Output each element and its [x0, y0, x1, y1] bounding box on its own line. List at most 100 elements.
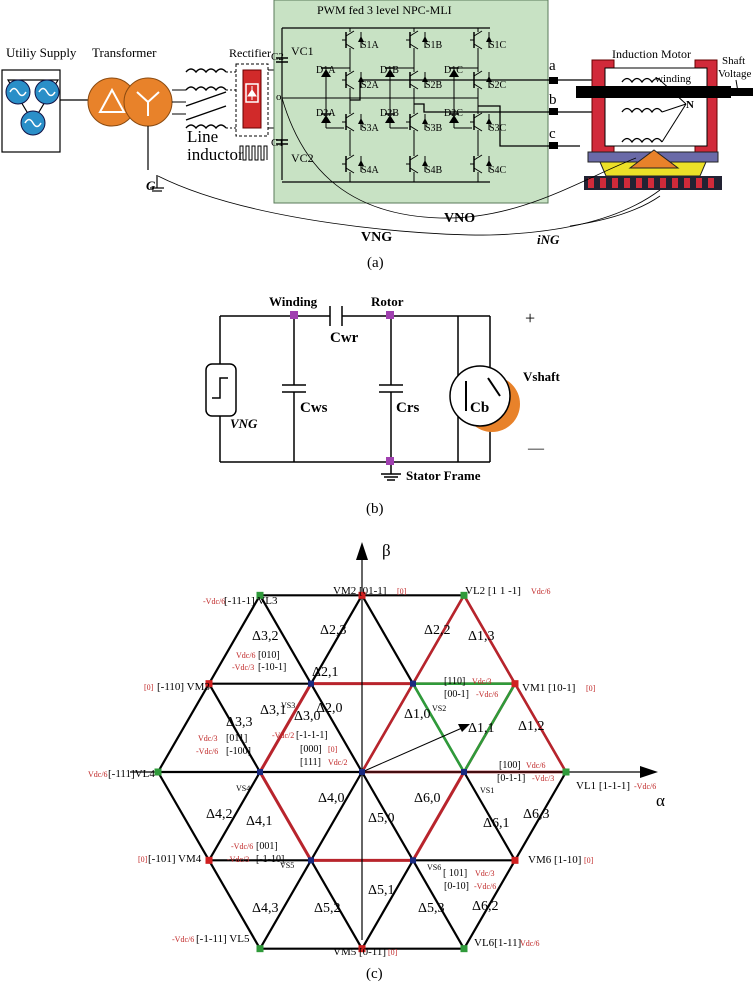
tag-vl2: Vdc/6	[531, 587, 551, 596]
vertex-marker	[205, 856, 213, 864]
clamp-diode	[385, 67, 395, 77]
minus-sign: —	[527, 440, 545, 457]
grid-edge	[208, 683, 261, 773]
igbt-switch	[406, 30, 428, 50]
triangle-label: Δ6,2	[472, 899, 499, 914]
utility-supply-label: Utiliy Supply	[6, 45, 77, 60]
c-state2: [000]	[300, 744, 322, 755]
tag-vm4: [0]	[138, 855, 148, 864]
triangle-label: Δ3,2	[252, 629, 279, 644]
grid-edge	[514, 771, 567, 861]
triangle-label: Δ1,2	[518, 719, 545, 734]
triangle-label: Δ6,3	[523, 807, 550, 822]
inverter-block: PWM fed 3 level NPC-MLI C2 C1 VC1 VC2 o …	[271, 0, 549, 204]
vertex-marker	[410, 680, 416, 687]
triangle-label: Δ3,1	[260, 703, 287, 718]
c-tag2: [0]	[328, 745, 338, 754]
tag-vm6: [0]	[584, 856, 594, 865]
label-vs5: VS5	[280, 861, 294, 870]
label-vm5: VM5 [0-11]	[333, 946, 386, 958]
tag-vm2: [0]	[397, 587, 407, 596]
clamp-diode	[321, 67, 331, 77]
motor-title: Induction Motor	[612, 47, 691, 61]
vertex-markers	[154, 591, 570, 953]
tag-vl5: -Vdc/6	[172, 935, 194, 944]
c-state3: [111]	[300, 757, 321, 768]
tag-vm5: [0]	[388, 948, 398, 957]
vertex-marker	[410, 857, 416, 864]
phase-a-label: a	[549, 58, 556, 74]
triangle-label: Δ5,2	[314, 901, 341, 916]
vng-source-label: VNG	[230, 416, 258, 431]
s6-tag2: -Vdc/6	[474, 882, 496, 891]
tag-vm1: [0]	[586, 684, 596, 693]
label-vs6: VS6	[427, 863, 441, 872]
phase-outputs: a b c	[350, 58, 592, 149]
grid-edge	[361, 859, 414, 950]
caption-a: (a)	[367, 255, 384, 271]
vertex-marker	[562, 768, 570, 776]
triangle-label: Δ4,0	[318, 791, 345, 806]
s2-state2: [00-1]	[444, 689, 469, 700]
phase-b-label: b	[549, 92, 557, 108]
s1-tag1: Vdc/6	[526, 761, 546, 770]
triangle-label: Δ1,3	[468, 629, 495, 644]
rotor-node-label: Rotor	[371, 294, 404, 309]
vertex-marker	[256, 591, 264, 599]
triangle-label: Δ1,1	[468, 721, 495, 736]
tag-vm3: [0]	[144, 683, 154, 692]
crs-label: Crs	[396, 400, 419, 416]
s6-state1: [ 101]	[443, 868, 467, 879]
label-vm6: VM6 [1-10]	[528, 854, 581, 866]
vshaft-label: Vshaft	[523, 369, 561, 384]
c-tag3: Vdc/2	[328, 758, 348, 767]
s2-tag1: Vdc/3	[472, 677, 492, 686]
igbt-switch	[470, 30, 492, 50]
s3-tag2: -Vdc/3	[232, 663, 254, 672]
triangle-label: Δ2,3	[320, 623, 347, 638]
grid-edge	[412, 859, 465, 950]
induction-motor: N Induction Motor winding Shaft Voltage	[576, 47, 753, 190]
c-tag1: -Vdc/2	[272, 731, 294, 740]
triangle-label: Δ2,0	[316, 701, 343, 716]
grid-edge	[463, 859, 516, 950]
grid-edge	[157, 683, 210, 773]
grid-edge	[310, 683, 363, 773]
switch-s2c: S2C	[489, 80, 507, 91]
s6-state2: [0-10]	[444, 881, 469, 892]
label-vl3: [-11-1] VL3	[224, 595, 278, 607]
c1-label: C1	[271, 137, 284, 149]
grid-edge	[310, 771, 363, 861]
shaft-label-2: Voltage	[718, 68, 752, 80]
clamp-diode	[449, 113, 459, 123]
grid-edge	[208, 771, 261, 861]
triangle-label: Δ2,2	[424, 623, 451, 638]
label-vl6: VL6[1-11]	[474, 937, 521, 949]
c2-label: C2	[271, 51, 284, 63]
switch-s2a: S2A	[361, 80, 380, 91]
switch-s4a: S4A	[361, 165, 380, 176]
triangle-label: Δ6,0	[414, 791, 441, 806]
switch-s4c: S4C	[489, 165, 507, 176]
s1-tag2: -Vdc/3	[532, 774, 554, 783]
label-vl2: VL2 [1 1 -1]	[465, 585, 521, 597]
label-vm4: [-101] VM4	[148, 853, 202, 865]
vertex-marker	[256, 945, 264, 953]
diode-d1c: D1C	[444, 65, 463, 76]
panel-a: Utiliy Supply Transformer G Line inducto…	[1, 0, 753, 271]
triangle-label: Δ2,1	[312, 665, 339, 680]
measurement-paths: VNO VNG iNG	[157, 97, 661, 247]
grid-edge	[310, 594, 363, 685]
node-o-label: o	[276, 91, 282, 103]
triangle-label: Δ1,0	[404, 707, 431, 722]
grid-edge	[361, 594, 414, 685]
switch-s1b: S1B	[425, 40, 443, 51]
transformer-label: Transformer	[92, 45, 157, 60]
s5-tag1: -Vdc/6	[231, 842, 253, 851]
vc1-label: VC1	[291, 44, 314, 58]
line-inductor-label-2: inductor	[187, 145, 244, 164]
switch-s4b: S4B	[425, 165, 443, 176]
vertex-marker	[154, 768, 162, 776]
